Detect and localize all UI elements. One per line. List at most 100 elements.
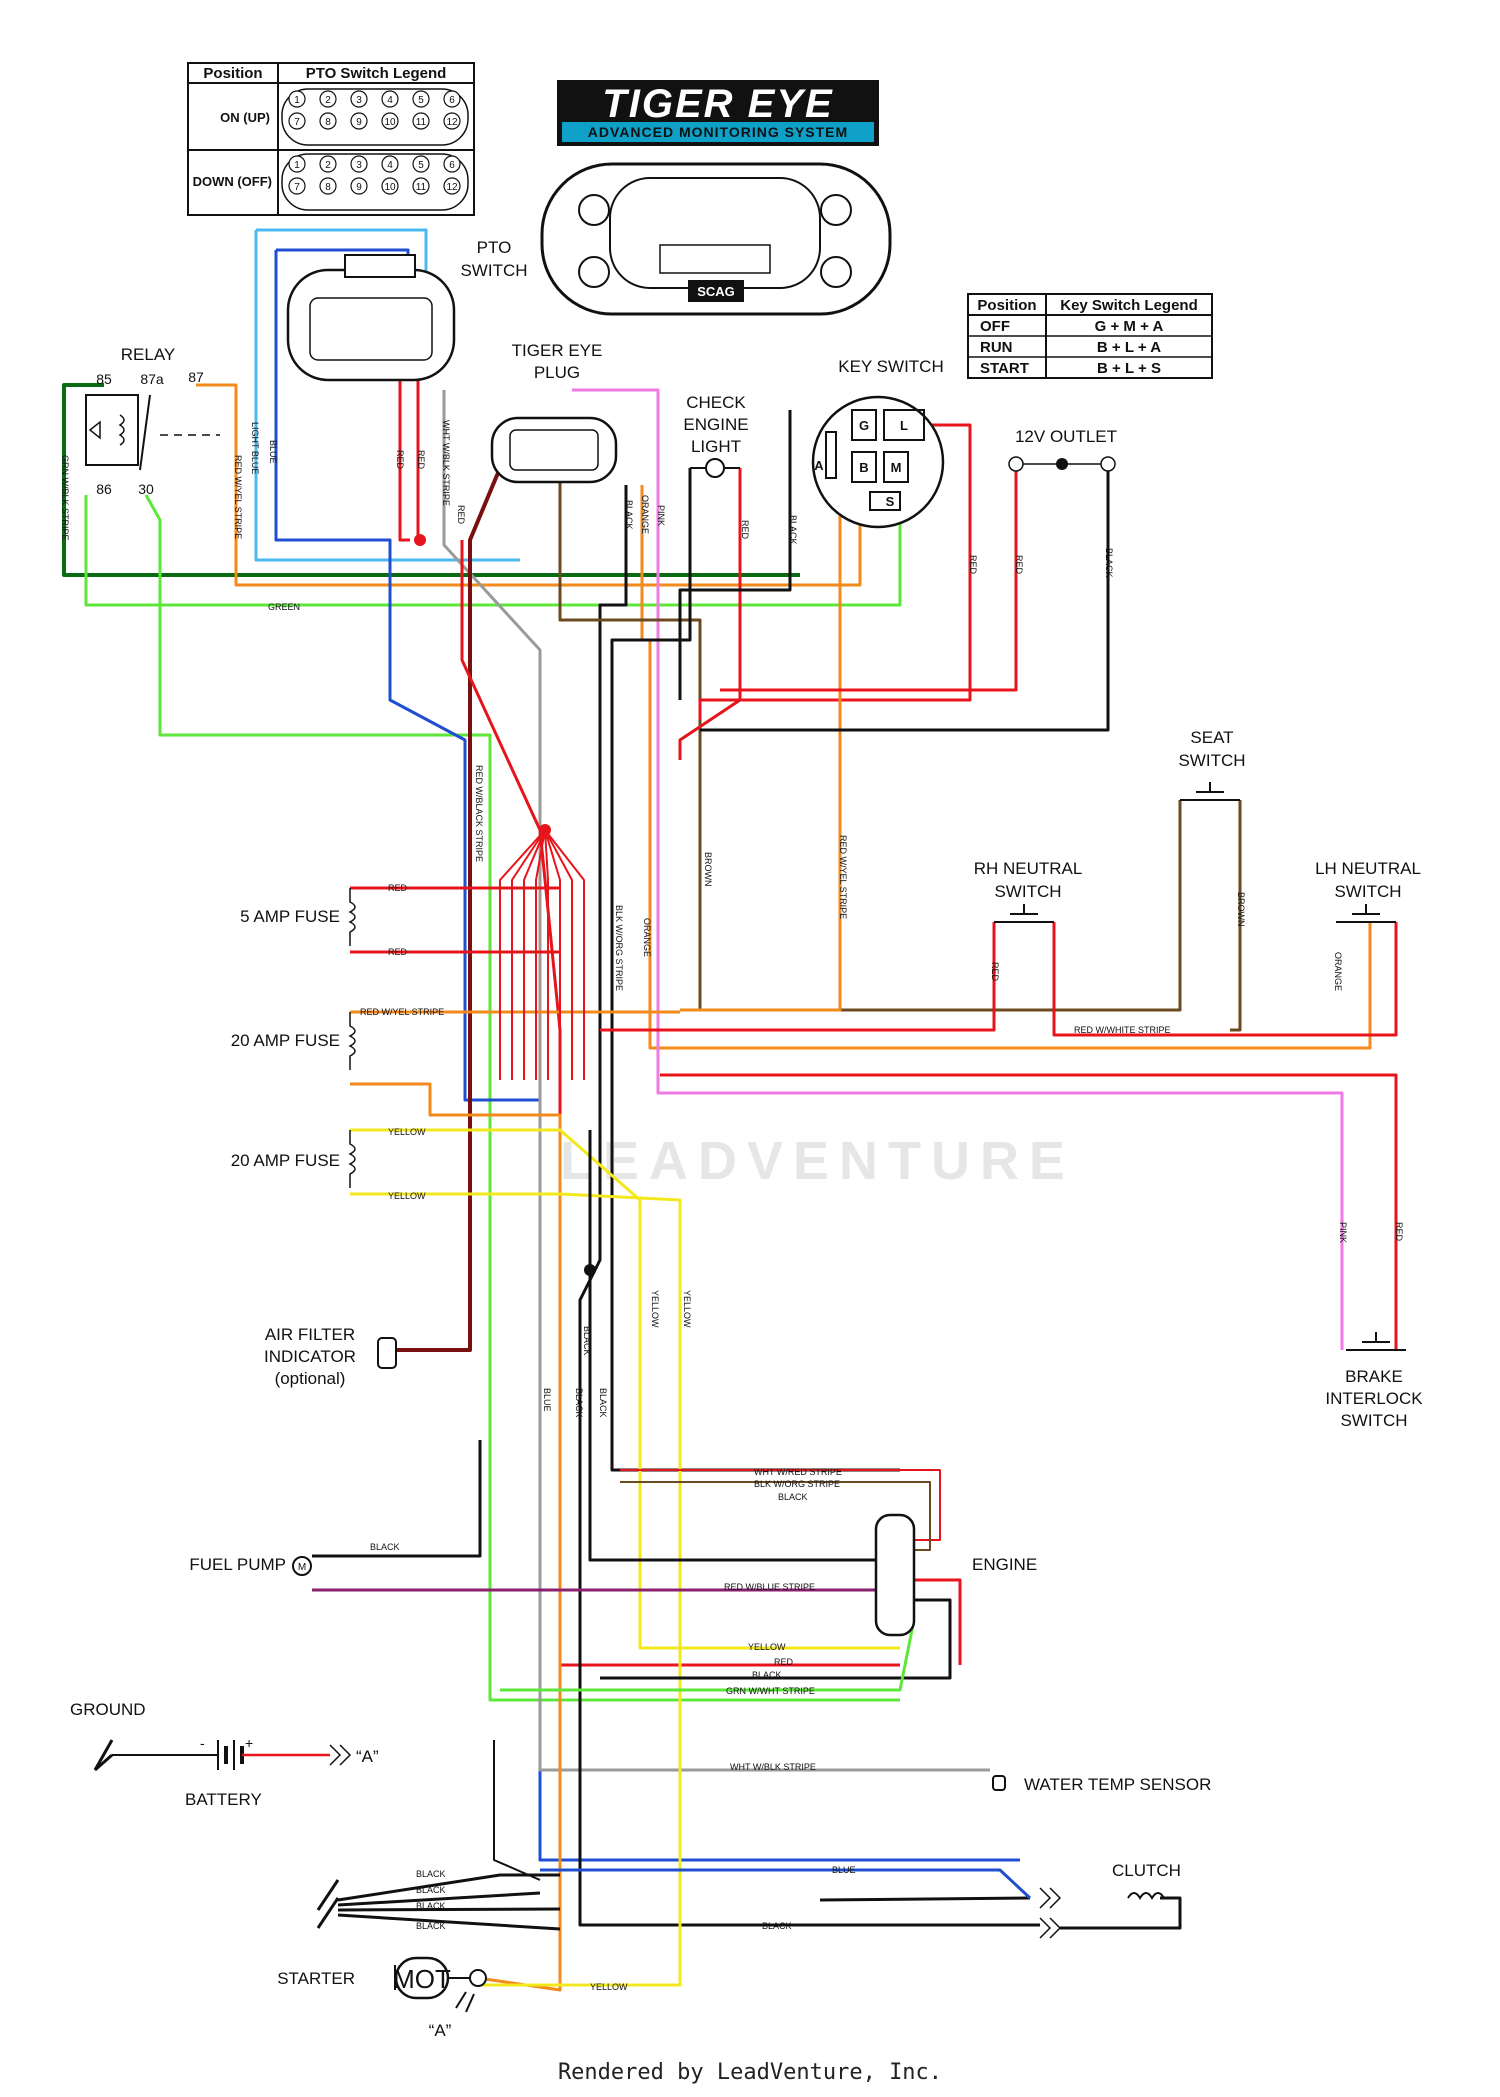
key-pin-b: B: [859, 460, 868, 475]
check-engine-label-2: ENGINE: [683, 415, 748, 434]
relay-pin-85: 85: [96, 371, 112, 387]
seat-switch-label-2: SWITCH: [1178, 751, 1245, 770]
key-switch: [811, 395, 945, 529]
pto-pin-number: 7: [294, 182, 300, 193]
wire-black-key: [678, 410, 792, 700]
wire-label-brown-seat: BROWN: [1236, 892, 1246, 927]
pto-pin: [381, 90, 399, 108]
pto-pin-number: 11: [416, 117, 427, 128]
wire-label-grn-blk: GRN W/BLK STRIPE: [60, 455, 70, 541]
wire-label-orange-lh: ORANGE: [1333, 952, 1343, 991]
pto-pin-number: 3: [356, 95, 362, 106]
pto-switch-label-2: SWITCH: [460, 261, 527, 280]
wire-red-yel-key: [680, 458, 852, 1012]
starter-motor-label: MOT: [393, 1964, 451, 1994]
wire-label-blk-org-eng: BLK W/ORG STRIPE: [754, 1479, 840, 1489]
key-switch-label: KEY SWITCH: [838, 357, 943, 376]
key-pin-a: A: [814, 458, 824, 473]
pto-pin-number: 4: [387, 160, 393, 171]
clutch-label: CLUTCH: [1112, 1861, 1181, 1880]
key-legend-start-value: B + L + S: [1097, 360, 1161, 377]
fuel-pump: M: [292, 1556, 312, 1576]
pto-pin-number: 1: [294, 95, 300, 106]
wire-ltblue-down: [254, 230, 520, 562]
fuse-20a-label: 20 AMP FUSE: [231, 1031, 340, 1050]
battery-minus: -: [200, 1735, 205, 1751]
wire-pink-plug: [572, 388, 1344, 1350]
wire-black-gnd-1: [337, 1873, 560, 1902]
air-filter-label-1: AIR FILTER: [265, 1325, 355, 1344]
wire-red-brake: [660, 1073, 1398, 1350]
brake-label-1: BRAKE: [1345, 1367, 1403, 1386]
pto-switch-label-1: PTO: [477, 238, 512, 257]
pto-pin: [412, 90, 430, 108]
wire-harness: [62, 228, 1398, 1992]
water-temp-sensor: [992, 1775, 1006, 1791]
wire-label-black-eng: BLACK: [778, 1492, 808, 1502]
pto-pin-number: 3: [356, 160, 362, 171]
fuel-pump-label: FUEL PUMP: [189, 1555, 286, 1574]
key-pin-s: S: [886, 494, 895, 509]
relay: [85, 394, 220, 471]
pto-pin: [319, 112, 337, 130]
wire-label-green: GREEN: [268, 602, 300, 612]
logo-title: TIGER EYE: [602, 82, 833, 126]
wire-label-black-eng2: BLACK: [752, 1670, 782, 1680]
tiger-eye-logo: TIGER EYE ADVANCED MONITORING SYSTEM: [557, 80, 879, 146]
pto-legend-col-title: PTO Switch Legend: [306, 65, 447, 82]
wire-label-red-key: RED: [968, 555, 978, 575]
wire-label-black-clutch: BLACK: [762, 1921, 792, 1931]
wire-label-orange-plug: ORANGE: [640, 495, 650, 534]
wire-black-eng: [600, 1598, 952, 1680]
pto-pin-number: 10: [384, 182, 396, 193]
pto-on-label: ON (UP): [220, 110, 270, 125]
wire-label-pink-plug: PINK: [656, 505, 666, 526]
wire-red-outlet: [720, 470, 1018, 692]
wire-label-black-gnd-2: BLACK: [416, 1885, 446, 1895]
wire-label-red-eng: RED: [774, 1657, 794, 1667]
wire-label-wht-blk: WHT W/BLK STRIPE: [441, 420, 451, 506]
lh-neutral-label-1: LH NEUTRAL: [1315, 859, 1421, 878]
wire-label-red-rh: RED: [990, 962, 1000, 982]
relay-pin-87: 87: [188, 369, 204, 385]
pto-pin: [288, 155, 306, 173]
wire-black-outlet: [700, 470, 1110, 732]
pto-pin: [412, 177, 430, 195]
pto-pin: [443, 90, 461, 108]
wire-label-blue-top: BLUE: [268, 440, 278, 464]
wire-label-black-plug: BLACK: [624, 500, 634, 530]
key-legend-row-start: START: [980, 360, 1029, 377]
watermark: LEADVENTURE: [560, 1131, 1076, 1191]
wire-label-black-b: BLACK: [574, 1388, 584, 1418]
tiger-eye-display: SCAG: [540, 162, 892, 316]
wire-red-cel: [678, 468, 742, 760]
wire-red-key-l: [698, 423, 972, 720]
tiger-eye-plug: [490, 416, 618, 484]
starter-label: STARTER: [277, 1969, 355, 1988]
tiger-eye-plug-label-1: TIGER EYE: [512, 341, 603, 360]
fuel-pump-motor-glyph: M: [298, 1562, 306, 1573]
clutch: [1039, 1887, 1165, 1939]
wire-black-diode: [493, 1740, 541, 1881]
pto-pin-number: 4: [387, 95, 393, 106]
wire-label-orange-main: ORANGE: [642, 918, 652, 957]
wire-red-bundle: [535, 829, 546, 1080]
logo-subtitle: ADVANCED MONITORING SYSTEM: [588, 124, 848, 140]
pto-pin: [412, 155, 430, 173]
wire-label-red-pto-1: RED: [395, 450, 405, 470]
starter-ref-label: “A”: [429, 2021, 452, 2040]
wire-label-red-brake: RED: [1394, 1222, 1404, 1242]
wire-label-red-fuse5-a: RED: [388, 883, 408, 893]
wire-label-red-yel: RED W/YEL STRIPE: [233, 455, 243, 539]
key-legend-col-title: Key Switch Legend: [1060, 297, 1198, 314]
pto-pin-number: 11: [416, 182, 427, 193]
fuse-5-label: 5 AMP FUSE: [240, 907, 340, 926]
pto-pin-number: 6: [449, 95, 455, 106]
relay-pin-87a: 87a: [140, 371, 164, 387]
air-filter-indicator: [377, 1337, 397, 1369]
rh-neutral-switch: [994, 904, 1054, 923]
wire-label-yellow-b: YELLOW: [682, 1290, 692, 1328]
wire-black-pump: [312, 1440, 482, 1558]
ground-label: GROUND: [70, 1700, 146, 1719]
pto-legend-col-position: Position: [203, 65, 262, 82]
